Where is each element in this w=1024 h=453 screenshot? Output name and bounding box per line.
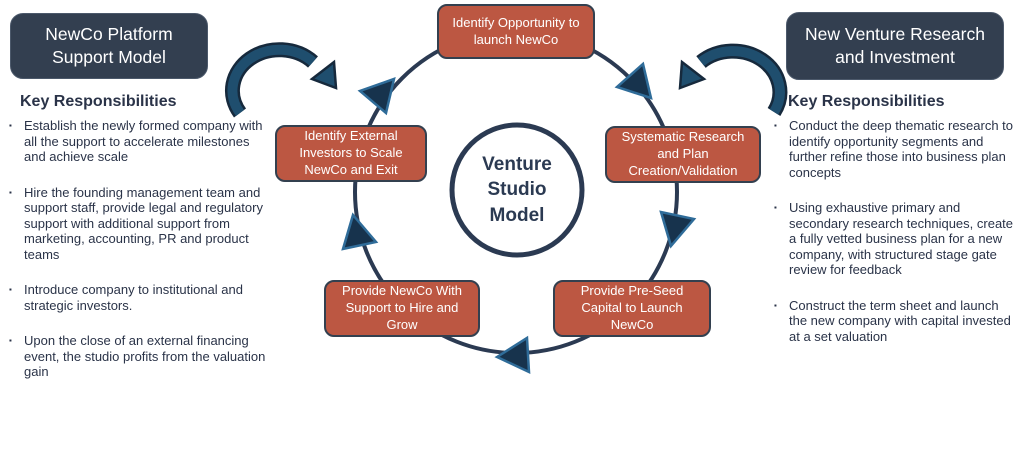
flow-arrowhead-bottomleft-to-left-icon [341, 212, 379, 251]
responsibility-text: Construct the term sheet and launch the … [789, 297, 1011, 344]
bullet-icon: ▪ [774, 300, 777, 310]
bullet-icon: ▪ [9, 187, 12, 197]
center-circle [449, 122, 585, 258]
left-responsibilities-panel: Key Responsibilities ▪ Establish the new… [9, 92, 271, 400]
cycle-step-preseed-capital: Provide Pre-Seed Capital to Launch NewCo [553, 280, 711, 337]
bullet-icon: ▪ [9, 121, 12, 130]
bullet-icon: ▪ [9, 285, 12, 294]
responsibility-item: ▪ Construct the term sheet and launch th… [774, 298, 1020, 345]
responsibility-item: ▪ Hire the founding management team and … [9, 185, 271, 263]
responsibility-item: ▪ Establish the newly formed company wit… [9, 118, 271, 165]
responsibility-item: ▪ Upon the close of an external financin… [9, 333, 271, 380]
right-responsibilities-list: ▪ Conduct the deep thematic research to … [774, 118, 1020, 344]
responsibility-text: Upon the close of an external financing … [24, 333, 266, 379]
bullet-icon: ▪ [774, 203, 777, 212]
cycle-step-identify-opportunity: Identify Opportunity to launch NewCo [437, 4, 595, 59]
responsibility-item: ▪ Introduce company to institutional and… [9, 282, 271, 313]
responsibility-text: Using exhaustive primary and secondary r… [789, 200, 1014, 277]
right-key-responsibilities-heading: Key Responsibilities [788, 93, 945, 110]
bullet-icon: ▪ [9, 336, 12, 345]
responsibility-text: Hire the founding management team and su… [24, 184, 263, 262]
left-responsibilities-list: ▪ Establish the newly formed company wit… [9, 118, 271, 380]
flow-arrowhead-bottom-icon [494, 335, 531, 375]
curved-arrow-right-icon [678, 43, 788, 117]
flow-arrowhead-right-to-bottom-icon [659, 210, 697, 249]
new-venture-research-box: New Venture Research and Investment [786, 12, 1004, 80]
platform-support-model-box: NewCo Platform Support Model [10, 13, 208, 79]
responsibility-text: Introduce company to institutional and s… [24, 282, 243, 313]
cycle-step-systematic-research: Systematic Research and Plan Creation/Va… [605, 126, 761, 183]
bullet-icon: ▪ [774, 121, 777, 130]
left-key-responsibilities-heading: Key Responsibilities [20, 93, 177, 110]
responsibility-text: Conduct the deep thematic research to id… [789, 118, 1014, 180]
flow-arrowhead-left-to-top-icon [357, 77, 396, 116]
flow-arrowhead-top-to-right-icon [614, 61, 653, 100]
venture-studio-model-label: Venture Studio Model [482, 153, 552, 226]
responsibility-text: Establish the newly formed company with … [24, 118, 263, 164]
cycle-step-external-investors: Identify External Investors to Scale New… [275, 125, 427, 182]
responsibility-item: ▪ Conduct the deep thematic research to … [774, 118, 1020, 180]
cycle-step-hire-grow: Provide NewCo With Support to Hire and G… [324, 280, 480, 337]
right-responsibilities-panel: Key Responsibilities ▪ Conduct the deep … [774, 92, 1020, 364]
curved-arrow-left-icon [224, 42, 338, 118]
responsibility-item: ▪ Using exhaustive primary and secondary… [774, 200, 1020, 278]
